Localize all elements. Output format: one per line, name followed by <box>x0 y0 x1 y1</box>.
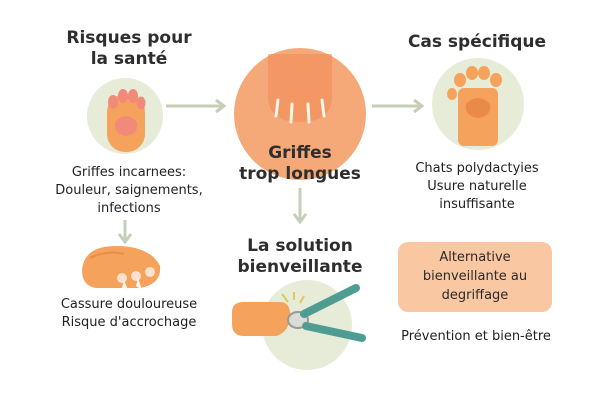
arrow-center-to-solution <box>292 188 308 225</box>
prevention-text: Prévention et bien-être <box>401 329 551 344</box>
ingrown-line1: Griffes incarnees: <box>71 165 187 180</box>
solution-title-line2: bienveillante <box>237 257 363 277</box>
broken-claw-paw-icon <box>82 246 161 290</box>
health-risks-title-line1: Risques pour <box>66 28 192 48</box>
nail-clipper-hand-icon <box>232 284 366 342</box>
alternative-line2: bienveillante au <box>422 269 528 284</box>
breakage-line1: Cassure douloureuse <box>60 297 198 312</box>
specific-line2: Usure naturelle <box>427 179 527 194</box>
polydactyl-paw-icon <box>447 66 502 146</box>
center-title: Griffes trop longues <box>225 143 375 185</box>
health-risks-title: Risques pour la santé <box>44 28 214 70</box>
arrow-down-left <box>117 220 133 245</box>
alternative-line1: Alternative <box>439 250 511 265</box>
specific-text: Chats polydactyies Usure naturelle insuf… <box>392 160 562 214</box>
alternative-box: Alternative bienveillante au degriffage <box>398 242 552 312</box>
alternative-line3: degriffage <box>441 288 509 303</box>
specific-title: Cas spécifique <box>407 32 547 52</box>
specific-line3: insuffisante <box>439 197 515 212</box>
breakage-line2: Risque d'accrochage <box>61 315 197 330</box>
solution-title: La solution bienveillante <box>215 236 385 278</box>
paw-underside-icon <box>107 89 146 152</box>
ingrown-line3: infections <box>97 201 161 216</box>
center-title-line2: trop longues <box>239 164 361 184</box>
arrow-center-to-specific <box>372 98 425 114</box>
long-claws-paw-icon <box>268 54 332 124</box>
solution-title-line1: La solution <box>247 236 353 256</box>
breakage-text: Cassure douloureuse Risque d'accrochage <box>34 296 224 332</box>
center-title-line1: Griffes <box>268 143 332 163</box>
arrow-risks-to-center <box>166 98 227 114</box>
specific-line1: Chats polydactyies <box>415 161 539 176</box>
health-risks-title-line2: la santé <box>90 49 168 69</box>
ingrown-line2: Douleur, saignements, <box>55 183 203 198</box>
ingrown-claws-text: Griffes incarnees: Douleur, saignements,… <box>34 164 224 218</box>
